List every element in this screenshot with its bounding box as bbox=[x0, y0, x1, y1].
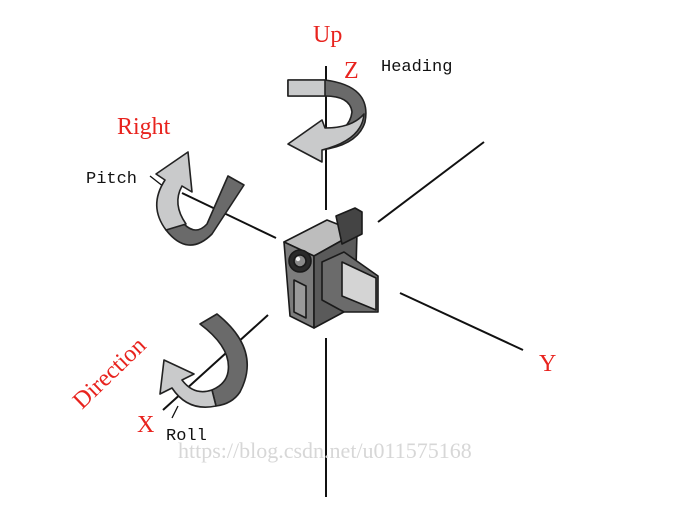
axis-lines bbox=[149, 66, 524, 497]
z-axis-label: Z bbox=[344, 58, 359, 84]
roll-leader bbox=[171, 405, 179, 419]
direction-label: Direction bbox=[68, 333, 151, 415]
pitch-label: Pitch bbox=[86, 170, 137, 189]
y-axis-upper bbox=[377, 141, 485, 223]
watermark-url: https://blog.csdn.net/u011575168 bbox=[178, 438, 472, 463]
x-axis-upper bbox=[181, 192, 277, 239]
pitch-rotation-arrow-icon bbox=[155, 151, 245, 246]
heading-label: Heading bbox=[381, 58, 452, 77]
up-label: Up bbox=[313, 22, 342, 48]
y-axis-lower bbox=[399, 292, 524, 351]
x-axis-label: X bbox=[137, 412, 154, 438]
y-axis-label: Y bbox=[539, 351, 556, 377]
roll-rotation-arrow-icon bbox=[159, 313, 248, 408]
camcorder-icon bbox=[283, 207, 379, 329]
roll-label: Roll bbox=[166, 427, 207, 446]
right-label: Right bbox=[117, 114, 171, 140]
heading-rotation-arrow-icon bbox=[287, 79, 367, 163]
